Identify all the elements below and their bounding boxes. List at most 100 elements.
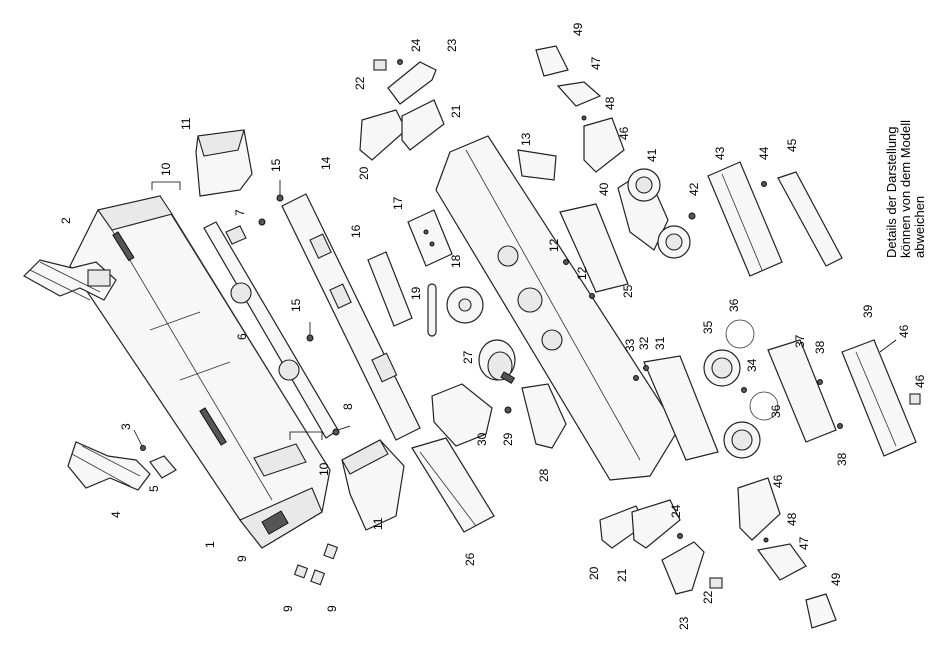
frame-37-part: [768, 340, 836, 442]
callout-12b: 12: [575, 266, 589, 280]
bracket-21-upper-part: [402, 100, 444, 150]
callout-2: 2: [59, 217, 73, 224]
callout-6: 6: [235, 333, 249, 340]
note-line-2: können von dem Modell: [898, 120, 913, 258]
callout-9b: 9: [281, 605, 295, 612]
callout-16: 16: [349, 224, 363, 238]
callout-45: 45: [785, 138, 799, 152]
callout-23a: 23: [445, 38, 459, 52]
callout-36a: 36: [727, 298, 741, 312]
board-17-part: [408, 210, 452, 266]
clip-7-part: [226, 226, 246, 244]
callout-38b: 38: [835, 452, 849, 466]
callout-25: 25: [621, 284, 635, 298]
callout-22a: 22: [353, 76, 367, 90]
callout-32: 32: [637, 336, 651, 350]
callout-15a: 15: [269, 158, 283, 172]
callout-36b: 36: [769, 404, 783, 418]
screw-42-part: [689, 213, 695, 219]
callout-49a: 49: [571, 22, 585, 36]
callout-18: 18: [449, 254, 463, 268]
callout-9a: 9: [235, 555, 249, 562]
callout-24b: 24: [669, 504, 683, 518]
small-parts-9: [295, 544, 338, 585]
board-16-part: [368, 252, 412, 326]
note-line-1: Details der Darstellung: [884, 126, 899, 258]
callout-48b: 48: [785, 512, 799, 526]
callout-13: 13: [519, 132, 533, 146]
shaft-19-part: [428, 284, 436, 336]
side-frame-45-part: [778, 172, 842, 266]
callout-12a: 12: [547, 238, 561, 252]
callout-38a: 38: [813, 340, 827, 354]
flywheel-disc-part: [447, 287, 483, 323]
screw-34-part: [742, 388, 747, 393]
cab-interior-lower-part: [342, 440, 404, 530]
callout-22b: 22: [701, 590, 715, 604]
callout-9c: 9: [325, 605, 339, 612]
bogie-frame-39-part: [842, 340, 916, 456]
callout-10a: 10: [159, 162, 173, 176]
callout-27: 27: [461, 350, 475, 364]
callout-46b: 46: [771, 474, 785, 488]
pantograph-base-part: [150, 456, 176, 478]
callout-47b: 47: [797, 536, 811, 550]
callout-21b: 21: [615, 568, 629, 582]
callout-11b: 11: [371, 517, 385, 530]
callout-20b: 20: [587, 566, 601, 580]
callout-46c: 46: [897, 324, 911, 338]
callout-17: 17: [391, 196, 405, 210]
callout-34: 34: [745, 358, 759, 372]
bogie-gear-block-part: [618, 169, 690, 258]
callout-21a: 21: [449, 104, 463, 118]
callout-4: 4: [109, 511, 123, 518]
callout-46d: 46: [913, 374, 927, 388]
callout-31: 31: [653, 336, 667, 350]
callout-37: 37: [793, 334, 807, 348]
pantograph-lower-part: [68, 442, 150, 490]
callout-23b: 23: [677, 616, 691, 630]
screw-44-part: [762, 182, 767, 187]
motor-27-part: [479, 340, 515, 383]
part-13: [518, 150, 556, 180]
disclaimer-note: Details der Darstellung können von dem M…: [884, 120, 927, 258]
bogie-frame-43-part: [708, 162, 782, 276]
callout-28: 28: [537, 468, 551, 482]
callout-43: 43: [713, 146, 727, 160]
cab-interior-upper-part: [196, 130, 252, 196]
callout-46a: 46: [617, 126, 631, 140]
frame-26-part: [412, 438, 494, 532]
callout-35: 35: [701, 320, 715, 334]
callout-44: 44: [757, 146, 771, 160]
callout-14: 14: [319, 156, 333, 170]
callout-1: 1: [203, 541, 217, 548]
callout-29: 29: [501, 432, 515, 446]
callout-39: 39: [861, 304, 875, 318]
callout-48a: 48: [603, 96, 617, 110]
holder-20-upper-part: [360, 110, 406, 160]
callout-19: 19: [409, 286, 423, 300]
callout-20a: 20: [357, 166, 371, 180]
callout-41: 41: [645, 148, 659, 162]
callout-7: 7: [233, 209, 247, 216]
coupler-group-lower-part: [738, 478, 836, 628]
callout-8: 8: [341, 403, 355, 410]
screw-29-part: [505, 407, 511, 413]
callout-49b: 49: [829, 572, 843, 586]
callout-30: 30: [475, 432, 489, 446]
callout-5: 5: [147, 485, 161, 492]
callout-11a: 11: [179, 117, 193, 130]
screw-3-part: [134, 430, 146, 451]
callout-10b: 10: [317, 462, 331, 476]
callout-3: 3: [119, 423, 133, 430]
callout-33: 33: [623, 338, 637, 352]
callout-15b: 15: [289, 298, 303, 312]
callout-42: 42: [687, 182, 701, 196]
callout-24a: 24: [409, 38, 423, 52]
part-drawings: [24, 46, 920, 628]
note-line-3: abweichen: [912, 196, 927, 258]
callout-26: 26: [463, 552, 477, 566]
callout-40: 40: [597, 182, 611, 196]
